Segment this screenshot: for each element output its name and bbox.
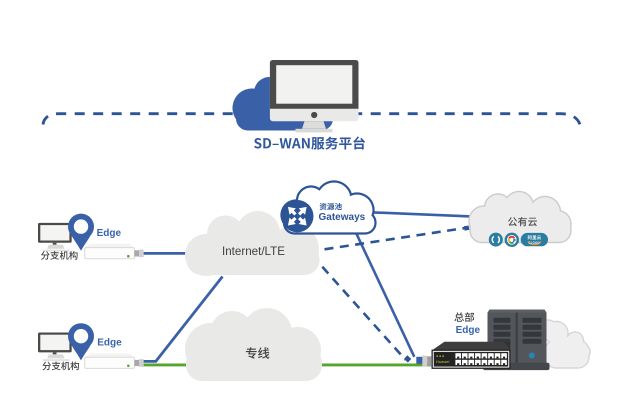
svg-text:Edge: Edge	[456, 325, 481, 336]
svg-text:Gateways: Gateways	[319, 212, 366, 223]
svg-text:Internet/LTE: Internet/LTE	[222, 245, 285, 258]
svg-text:Huawei: Huawei	[436, 359, 449, 364]
svg-text:Edge: Edge	[97, 228, 122, 239]
svg-text:Edge: Edge	[97, 338, 122, 349]
